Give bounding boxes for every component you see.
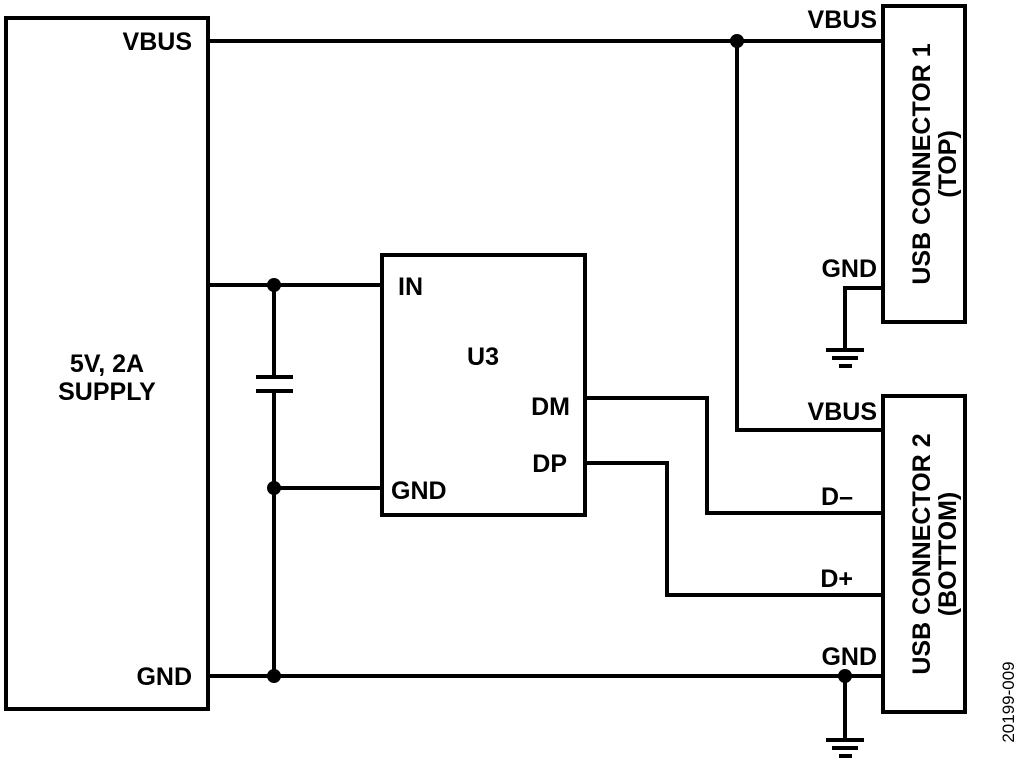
figure-id: 20199-009 [999, 661, 1018, 742]
u3-block [380, 253, 587, 517]
usb-connector-1-block [881, 4, 967, 324]
supply-gnd-pin-label: GND [136, 663, 192, 691]
supply-vbus-pin-label: VBUS [123, 28, 192, 56]
connector2-vbus-pin-label: VBUS [808, 398, 877, 426]
connector1-gnd-pin-label: GND [821, 255, 877, 283]
supply-title-line1: 5V, 2A [70, 350, 144, 378]
connector2-title-line2: (BOTTOM) [934, 492, 962, 617]
u3-in-pin-label: IN [398, 273, 423, 301]
dplus-wire [585, 461, 883, 597]
dminus-wire [585, 396, 883, 515]
connector2-dminus-pin-label: D– [821, 483, 853, 511]
connector1-title-line1: USB CONNECTOR 1 [908, 43, 936, 284]
connector2-gnd-pin-label: GND [821, 643, 877, 671]
u3-gnd-pin-label: GND [391, 477, 447, 505]
ground-symbol-1 [826, 348, 864, 368]
u3-dp-pin-label: DP [532, 450, 567, 478]
vbus-junction-dot [730, 34, 744, 48]
u3-dm-pin-label: DM [531, 393, 570, 421]
supply-title-line2: SUPPLY [58, 378, 156, 406]
ground-symbol-2 [826, 738, 864, 758]
gnd-cap-junction-dot [267, 669, 281, 683]
connector1-vbus-pin-label: VBUS [808, 6, 877, 34]
capacitor-symbol [256, 285, 293, 676]
connector2-dplus-pin-label: D+ [820, 565, 853, 593]
supply-block [4, 16, 210, 711]
connector2-title-line1: USB CONNECTOR 2 [908, 433, 936, 674]
connector1-title-line2: (TOP) [934, 130, 962, 198]
connector1-gnd-wire [843, 286, 883, 350]
usb-connector-2-block [881, 394, 967, 714]
u3-label: U3 [467, 343, 499, 371]
